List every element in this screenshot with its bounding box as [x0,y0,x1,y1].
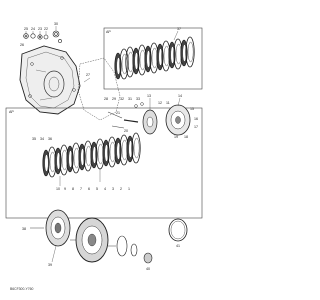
callout-15: 15 [190,107,194,111]
callout-2: 2 [120,187,122,191]
clutch-assembly-panel [5,107,203,219]
gasket [77,57,121,121]
exploded-parts-diagram: 25 24 23 22 30 26 27 37 28 29 32 31 33 1… [5,22,203,291]
callout-16: 16 [194,117,198,121]
callout-23: 23 [38,27,42,31]
callout-6: 6 [88,187,90,191]
callout-12: 12 [158,101,162,105]
callout-40: 40 [146,267,150,271]
callout-8: 8 [72,187,74,191]
callout-14: 14 [178,94,182,98]
callout-35: 35 [32,137,36,141]
callout-24: 24 [31,27,35,31]
callout-17: 17 [194,125,198,129]
callout-37: 37 [177,27,181,31]
panel-tag-left: AP [9,110,14,114]
clutch-plate-panel [103,27,203,90]
figure-code: B6CF300-Y760 [10,287,33,291]
callout-26: 26 [20,43,24,47]
callout-labels: 25 24 23 22 30 26 27 37 28 29 32 31 33 1… [20,22,198,271]
callout-9: 9 [64,187,66,191]
callout-34: 34 [40,137,44,141]
callout-30: 30 [54,22,58,26]
callout-31: 31 [128,97,132,101]
diagram-canvas: 25 24 23 22 30 26 27 37 28 29 32 31 33 1… [5,22,203,291]
callout-3: 3 [112,187,114,191]
callout-38: 38 [22,227,26,231]
callout-7: 7 [80,187,82,191]
leader-lines [25,26,181,263]
callout-25: 25 [24,27,28,31]
callout-32: 32 [120,97,124,101]
callout-21: 21 [116,111,120,115]
callout-27: 27 [86,73,90,77]
panel-tag-top-right: AP [106,30,111,34]
callout-5: 5 [96,187,98,191]
clutch-hub [30,209,188,264]
pressure-plate [107,102,191,136]
callout-1: 1 [128,187,130,191]
callout-33: 33 [136,97,140,101]
callout-29: 29 [112,97,116,101]
callout-18: 18 [184,135,188,139]
callout-36: 36 [48,137,52,141]
callout-20: 20 [124,129,128,133]
callout-13: 13 [147,94,151,98]
callout-19: 19 [174,135,178,139]
callout-39: 39 [48,263,52,267]
callout-28: 28 [104,97,108,101]
callout-11: 11 [166,101,170,105]
crankcase-cover [19,45,81,115]
callout-41: 41 [176,244,180,248]
small-parts-row [23,30,62,43]
callout-22: 22 [44,27,48,31]
callout-4: 4 [104,187,106,191]
callout-10: 10 [56,187,60,191]
